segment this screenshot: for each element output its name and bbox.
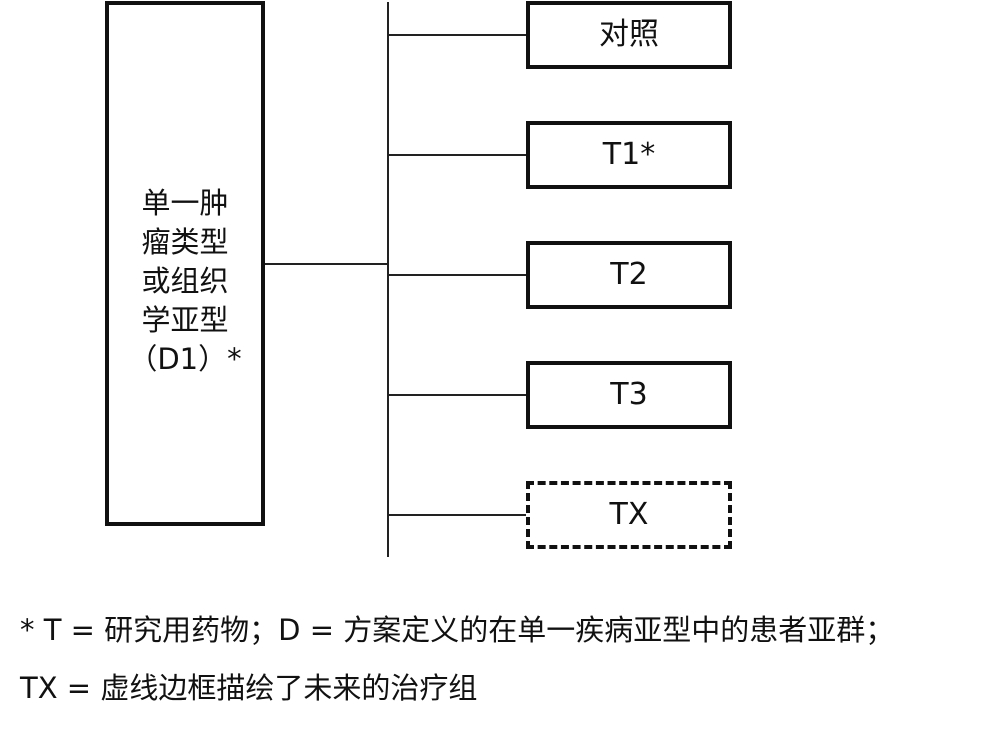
footnote-line-2: TX = 虚线边框描绘了未来的治疗组	[20, 671, 478, 705]
arm-label-tx: TX	[609, 497, 649, 532]
arm-label-t3: T3	[610, 377, 648, 412]
disease-subtype-box: 单一肿 瘤类型 或组织 学亚型 （D1）*	[105, 1, 265, 526]
arm-label-t2: T2	[610, 257, 648, 292]
disease-subtype-label-line: 单一肿	[141, 186, 229, 220]
disease-subtype-label-line: 瘤类型	[141, 225, 229, 259]
disease-subtype-label-line: 学亚型	[141, 303, 229, 337]
branch-line-t3	[388, 394, 526, 396]
disease-subtype-label-line: （D1）*	[128, 342, 242, 376]
arm-box-t1: T1*	[526, 121, 732, 189]
arm-box-t2: T2	[526, 241, 732, 309]
vertical-trunk-line	[387, 2, 389, 557]
arm-box-t3: T3	[526, 361, 732, 429]
arm-label-control: 对照	[599, 17, 659, 52]
arm-box-tx-future: TX	[526, 481, 732, 549]
footnote-line-1: * T = 研究用药物；D = 方案定义的在单一疾病亚型中的患者亚群；	[20, 613, 895, 647]
disease-subtype-label-line: 或组织	[141, 264, 229, 298]
branch-line-tx	[388, 514, 526, 516]
branch-line-control	[388, 34, 526, 36]
branch-line-t1	[388, 154, 526, 156]
branch-line-t2	[388, 274, 526, 276]
disease-subtype-label: 单一肿 瘤类型 或组织 学亚型 （D1）*	[115, 184, 255, 379]
arm-label-t1: T1*	[602, 137, 656, 172]
main-connector-line	[265, 263, 388, 265]
arm-box-control: 对照	[526, 1, 732, 69]
